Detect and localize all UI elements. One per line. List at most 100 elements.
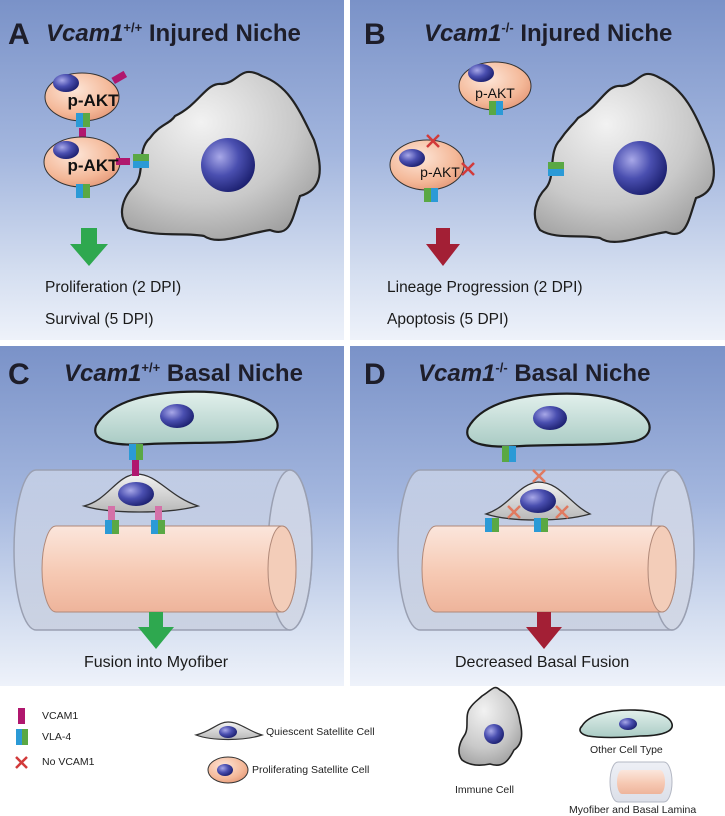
outcome-text: Lineage Progression (2 DPI) (387, 279, 583, 296)
panel-d-illustration (397, 392, 695, 649)
vla4-marker (548, 162, 564, 169)
x-mark-icon (532, 469, 546, 483)
gene-name: Vcam1 (424, 20, 502, 47)
genotype: -/- (501, 20, 514, 35)
vla4-marker (133, 154, 149, 161)
outcome-text: Fusion into Myofiber (84, 654, 229, 671)
myofiber-end (267, 525, 297, 613)
legend-icons (15, 686, 673, 803)
vla4-legend-icon (22, 729, 28, 745)
x-mark-icon (426, 134, 440, 148)
genotype: -/- (495, 360, 508, 375)
vla4-marker (76, 113, 83, 127)
nucleus (160, 404, 194, 428)
panel-letter: B (364, 18, 386, 51)
vla4-marker (485, 518, 492, 532)
genotype: +/+ (123, 20, 143, 35)
p-akt-label: p-AKT (420, 164, 460, 180)
vla4-marker (83, 184, 90, 198)
panel-letter: D (364, 358, 386, 391)
nucleus (399, 149, 425, 167)
panel-letter: C (8, 358, 30, 391)
legend-vla4: VLA-4 (42, 731, 72, 743)
panel-a: A Vcam1+/+ Injured Niche p-AKT p-AKT Pro… (0, 0, 344, 340)
down-arrow-icon (426, 228, 460, 266)
nucleus (53, 74, 79, 92)
x-mark-icon (507, 505, 521, 519)
down-arrow-icon (70, 228, 108, 266)
vcam1-marker (132, 460, 139, 476)
myofiber (421, 525, 677, 613)
panel-title: Vcam1-/- Basal Niche (418, 360, 650, 388)
vla4-marker (133, 161, 149, 168)
gene-name: Vcam1 (418, 360, 496, 387)
vcam1-marker (111, 70, 128, 84)
vla4-marker (496, 101, 503, 115)
outcome-text: Proliferation (2 DPI) (45, 279, 182, 296)
vla4-marker (424, 188, 431, 202)
legend-no-vcam1: No VCAM1 (42, 756, 95, 768)
vla4-marker (502, 446, 509, 462)
outcome-text: Apoptosis (5 DPI) (387, 311, 509, 328)
legend-immune: Immune Cell (455, 784, 514, 796)
nucleus (217, 764, 233, 776)
legend-proliferating: Proliferating Satellite Cell (252, 764, 370, 776)
legend-quiescent: Quiescent Satellite Cell (266, 726, 375, 738)
vla4-marker (105, 520, 112, 534)
vcam1-marker (108, 506, 115, 520)
panel-title: Vcam1+/+ Injured Niche (46, 20, 301, 48)
vla4-marker (129, 444, 136, 460)
panel-letter: A (8, 18, 30, 51)
myofiber-end (647, 525, 677, 613)
outcome-text: Survival (5 DPI) (45, 311, 154, 328)
x-mark-legend-icon (15, 756, 28, 769)
panel-title: Vcam1+/+ Basal Niche (64, 360, 303, 388)
nucleus (219, 726, 237, 738)
niche-name: Injured Niche (148, 20, 301, 47)
niche-name: Injured Niche (520, 20, 673, 47)
p-akt-label: p-AKT (475, 85, 515, 101)
vla4-marker (151, 520, 158, 534)
legend-vcam1: VCAM1 (42, 710, 79, 722)
nucleus (53, 141, 79, 159)
myofiber (41, 525, 297, 613)
gene-name: Vcam1 (46, 20, 124, 47)
nucleus (484, 724, 504, 744)
niche-name: Basal Niche (166, 360, 303, 387)
legend: VCAM1 VLA-4 No VCAM1 Quiescent Satellite… (0, 686, 725, 816)
immune-nucleus (613, 141, 667, 195)
gene-name: Vcam1 (64, 360, 142, 387)
vla4-marker (136, 444, 143, 460)
outcome-text: Decreased Basal Fusion (455, 654, 630, 671)
vcam1-legend-icon (18, 708, 25, 724)
down-arrow-icon (526, 612, 562, 649)
nucleus (619, 718, 637, 730)
legend-other: Other Cell Type (590, 744, 663, 756)
nucleus (520, 489, 556, 513)
vla4-marker (76, 184, 83, 198)
genotype: +/+ (141, 360, 161, 375)
vla4-marker (541, 518, 548, 532)
vla4-marker (548, 169, 564, 176)
x-mark-icon (461, 162, 475, 176)
vla4-marker (489, 101, 496, 115)
immune-nucleus (201, 138, 255, 192)
vla4-marker (112, 520, 119, 534)
vla4-marker (534, 518, 541, 532)
niche-name: Basal Niche (514, 360, 651, 387)
nucleus (468, 64, 494, 82)
vla4-legend-icon (16, 729, 22, 745)
panel-a-illustration: p-AKT p-AKT (43, 70, 321, 266)
myofiber (617, 770, 665, 794)
vla4-marker (83, 113, 90, 127)
down-arrow-icon (138, 612, 174, 649)
vla4-marker (509, 446, 516, 462)
vcam1-marker (79, 128, 86, 142)
panel-title: Vcam1-/- Injured Niche (424, 20, 672, 48)
p-akt-label: p-AKT (68, 91, 120, 110)
vcam1-marker (155, 506, 162, 520)
vla4-marker (158, 520, 165, 534)
nucleus (533, 406, 567, 430)
legend-myofiber: Myofiber and Basal Lamina (569, 804, 697, 816)
x-mark-icon (555, 505, 569, 519)
